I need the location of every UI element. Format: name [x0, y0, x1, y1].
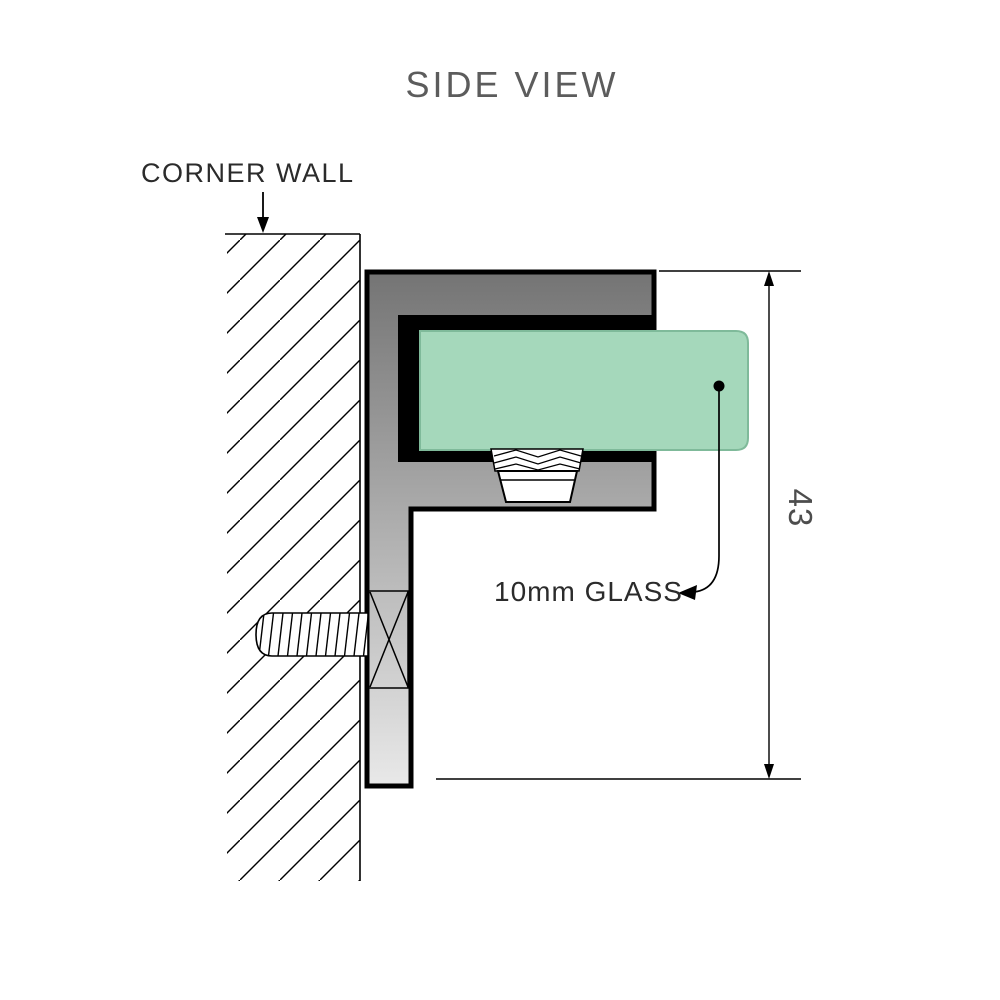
wall-hatching [227, 234, 360, 881]
screw-thread-shank [255, 612, 369, 657]
glass-leader-dot [713, 380, 725, 392]
dimension-label: 43 [782, 489, 819, 528]
screw-head [369, 590, 409, 689]
glass-leader-line [693, 391, 720, 593]
screw [255, 590, 409, 689]
page-title: SIDE VIEW [405, 64, 618, 105]
glass-label: 10mm GLASS [494, 576, 683, 607]
glass-callout: 10mm GLASS [494, 380, 725, 607]
dimension-arrow-top [764, 271, 774, 286]
gasket [490, 448, 584, 503]
corner-wall-label: CORNER WALL [141, 158, 355, 188]
dimension-arrow-bottom [764, 764, 774, 779]
glass-leader-arrowhead [678, 585, 697, 600]
corner-wall-pointer-arrow [257, 192, 269, 233]
dimension-43: 43 [436, 270, 819, 780]
wall [225, 233, 361, 881]
glass-panel [419, 330, 749, 451]
